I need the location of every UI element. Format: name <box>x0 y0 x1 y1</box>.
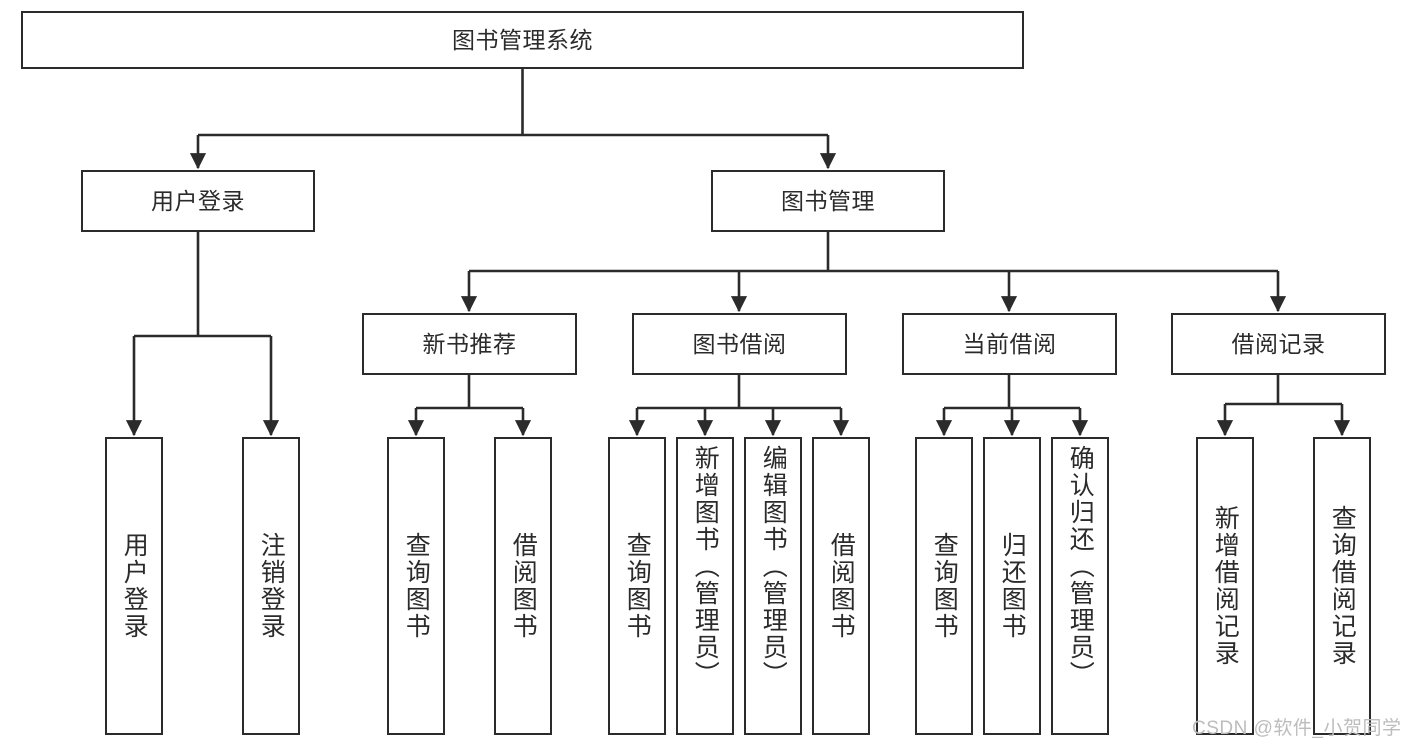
node-leaf-query-record-label: 查询借阅记录 <box>1328 505 1357 667</box>
node-leaf-query-book-3[interactable]: 查询图书 <box>915 437 973 735</box>
node-leaf-logout-login[interactable]: 注销登录 <box>242 437 300 735</box>
node-book-borrow[interactable]: 图书借阅 <box>632 313 847 375</box>
node-leaf-confirm-return[interactable]: 确认归还（管理员） <box>1051 437 1109 735</box>
node-leaf-user-login-label: 用户登录 <box>120 532 149 640</box>
node-leaf-add-book-label: 新增图书（管理员） <box>691 445 720 688</box>
node-leaf-confirm-return-label: 确认归还（管理员） <box>1066 445 1095 688</box>
node-leaf-borrow-book-1[interactable]: 借阅图书 <box>494 437 552 735</box>
node-user-login[interactable]: 用户登录 <box>81 170 315 232</box>
node-leaf-borrow-book-2-label: 借阅图书 <box>827 532 856 640</box>
node-leaf-add-book[interactable]: 新增图书（管理员） <box>676 437 734 735</box>
node-leaf-query-record[interactable]: 查询借阅记录 <box>1313 437 1371 735</box>
node-borrow-record[interactable]: 借阅记录 <box>1171 313 1386 375</box>
node-leaf-query-book-1-label: 查询图书 <box>402 532 431 640</box>
node-book-management-label: 图书管理 <box>781 187 875 214</box>
node-leaf-query-book-2[interactable]: 查询图书 <box>608 437 666 735</box>
node-root-label: 图书管理系统 <box>452 26 593 53</box>
node-new-book-recommend[interactable]: 新书推荐 <box>362 313 577 375</box>
node-leaf-edit-book-label: 编辑图书（管理员） <box>759 445 788 688</box>
node-leaf-borrow-book-1-label: 借阅图书 <box>509 532 538 640</box>
node-leaf-edit-book[interactable]: 编辑图书（管理员） <box>744 437 802 735</box>
node-leaf-add-record-label: 新增借阅记录 <box>1211 505 1240 667</box>
node-new-book-recommend-label: 新书推荐 <box>422 330 517 357</box>
node-leaf-add-record[interactable]: 新增借阅记录 <box>1196 437 1254 735</box>
node-leaf-query-book-1[interactable]: 查询图书 <box>387 437 445 735</box>
node-borrow-record-label: 借阅记录 <box>1231 330 1326 357</box>
node-leaf-user-login[interactable]: 用户登录 <box>105 437 163 735</box>
node-leaf-query-book-2-label: 查询图书 <box>623 532 652 640</box>
node-leaf-return-book-label: 归还图书 <box>998 532 1027 640</box>
node-leaf-return-book[interactable]: 归还图书 <box>983 437 1041 735</box>
node-current-borrow[interactable]: 当前借阅 <box>902 313 1117 375</box>
node-book-management[interactable]: 图书管理 <box>711 170 945 232</box>
node-leaf-query-book-3-label: 查询图书 <box>930 532 959 640</box>
node-leaf-borrow-book-2[interactable]: 借阅图书 <box>812 437 870 735</box>
node-book-borrow-label: 图书借阅 <box>692 330 787 357</box>
node-leaf-logout-login-label: 注销登录 <box>257 532 286 640</box>
node-root[interactable]: 图书管理系统 <box>21 11 1024 69</box>
node-current-borrow-label: 当前借阅 <box>962 330 1057 357</box>
node-user-login-label: 用户登录 <box>151 187 245 214</box>
